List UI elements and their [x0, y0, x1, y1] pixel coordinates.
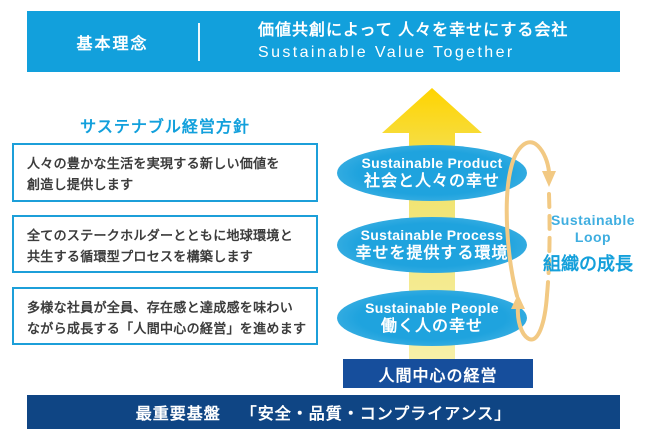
foundation-quoted: 「安全・品質・コンプライアンス」	[240, 406, 512, 423]
level-title-en: Sustainable Process	[360, 226, 504, 243]
level-title-ja: 働く人の幸せ	[380, 317, 483, 335]
level-sustainable-product: Sustainable Product 社会と人々の幸せ	[337, 145, 527, 201]
philosophy-label-wrap: 基本理念	[27, 30, 198, 54]
level-title-en: Sustainable People	[365, 299, 499, 316]
level-title-en: Sustainable Product	[361, 154, 503, 171]
loop-label-line2: Loop	[574, 229, 612, 245]
human-centered-management-box: 人間中心の経営	[343, 359, 533, 388]
level-sustainable-people: Sustainable People 働く人の幸せ	[337, 290, 527, 346]
philosophy-label: 基本理念	[76, 35, 149, 53]
organizational-growth-label: 組織の成長	[543, 254, 633, 274]
policy-item-line: 人々の豊かな生活を実現する新しい価値を	[27, 156, 280, 171]
policy-item-circular-process: 全てのステークホルダーとともに地球環境と 共生する循環型プロセスを構築します	[12, 215, 318, 273]
policy-item-line: 全てのステークホルダーとともに地球環境と	[27, 228, 294, 243]
header-divider-line	[198, 22, 200, 61]
policy-heading: サステナブル経営方針	[80, 119, 250, 136]
level-title-ja: 社会と人々の幸せ	[363, 172, 500, 190]
policy-item-human-centered: 多様な社員が全員、存在感と達成感を味わい ながら成長する「人間中心の経営」を進め…	[12, 287, 318, 345]
foundation-prefix: 最重要基盤	[135, 406, 221, 423]
level-title-ja: 幸せを提供する環境	[355, 244, 509, 262]
loop-label-line1: Sustainable	[550, 212, 636, 228]
foundation-bar: 最重要基盤 「安全・品質・コンプライアンス」	[27, 395, 620, 429]
policy-item-line: 多様な社員が全員、存在感と達成感を味わい	[27, 300, 294, 315]
policy-item-line: ながら成長する「人間中心の経営」を進めます	[27, 321, 307, 336]
philosophy-statement: 価値共創によって 人々を幸せにする会社 Sustainable Value To…	[200, 20, 568, 64]
sustainable-loop-label: Sustainable Loop	[545, 212, 641, 246]
philosophy-header-bar: 基本理念 価値共創によって 人々を幸せにする会社 Sustainable Val…	[27, 11, 620, 72]
policy-item-line: 創造し提供します	[27, 177, 134, 192]
loop-arrowhead-down-icon	[542, 171, 556, 187]
level-sustainable-process: Sustainable Process 幸せを提供する環境	[337, 217, 527, 273]
policy-item-line: 共生する循環型プロセスを構築します	[27, 249, 254, 264]
philosophy-statement-ja: 価値共創によって 人々を幸せにする会社	[258, 21, 569, 39]
policy-item-value-creation: 人々の豊かな生活を実現する新しい価値を 創造し提供します	[12, 143, 318, 202]
philosophy-statement-en: Sustainable Value Together	[258, 43, 515, 61]
